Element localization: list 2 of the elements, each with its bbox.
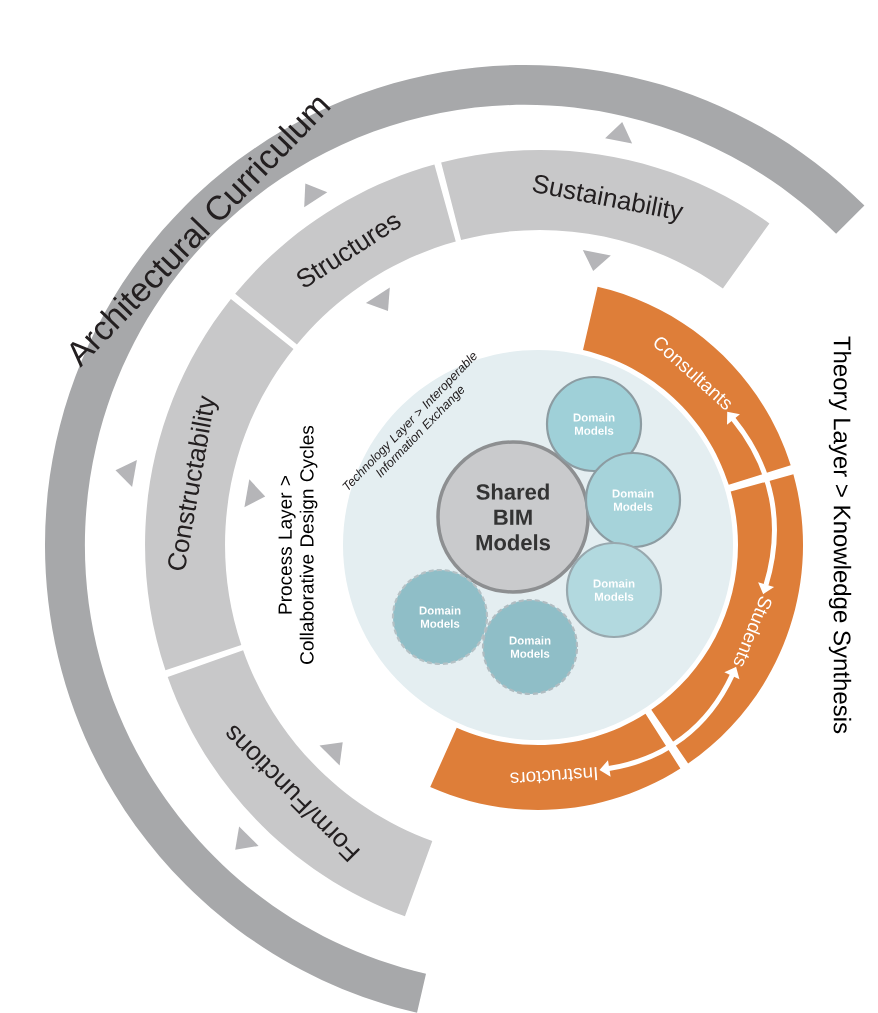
ring-segment: Instructors bbox=[430, 713, 681, 810]
layer-label: Theory Layer > Knowledge Synthesis bbox=[828, 336, 852, 734]
